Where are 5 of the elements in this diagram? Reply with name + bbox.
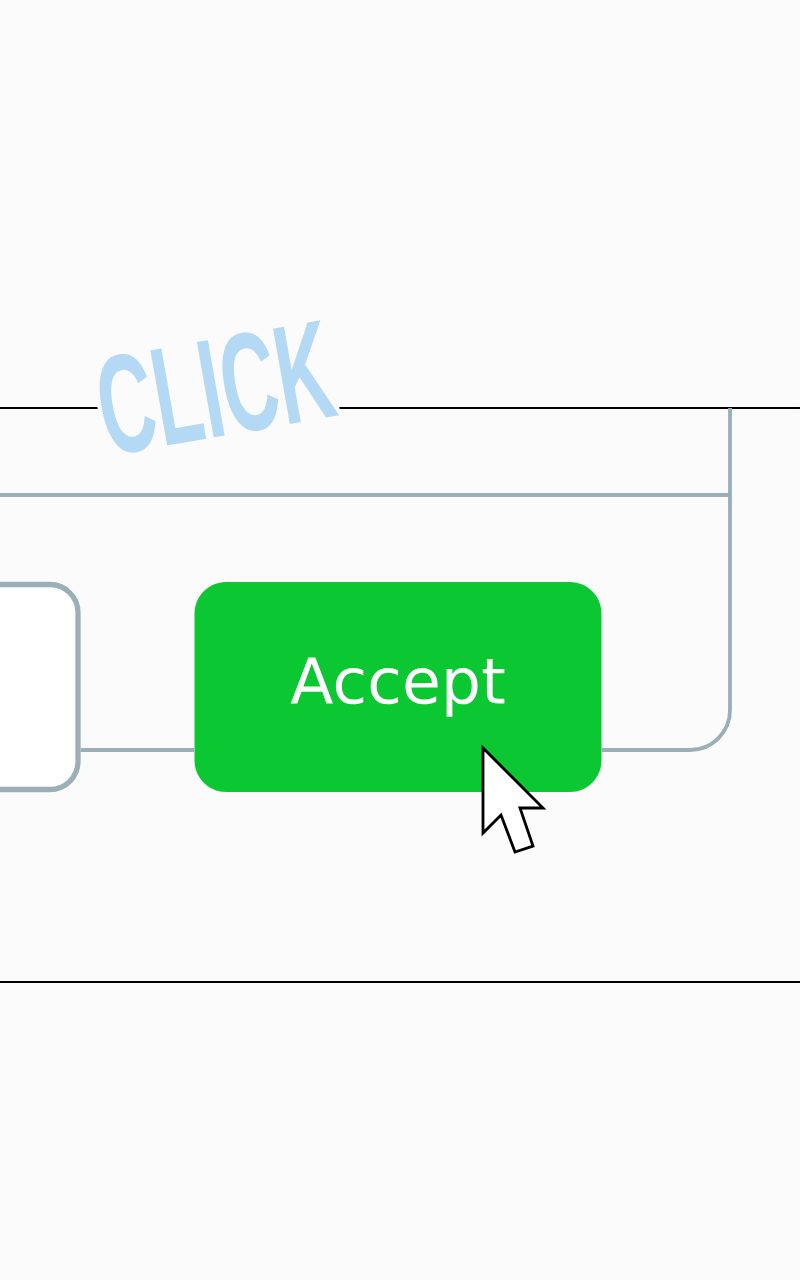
connector-line bbox=[80, 748, 195, 752]
empty-box bbox=[0, 581, 81, 793]
accept-button: Accept bbox=[194, 582, 602, 792]
handwritten-label: CLICK bbox=[88, 316, 342, 460]
connector-line bbox=[601, 408, 732, 752]
